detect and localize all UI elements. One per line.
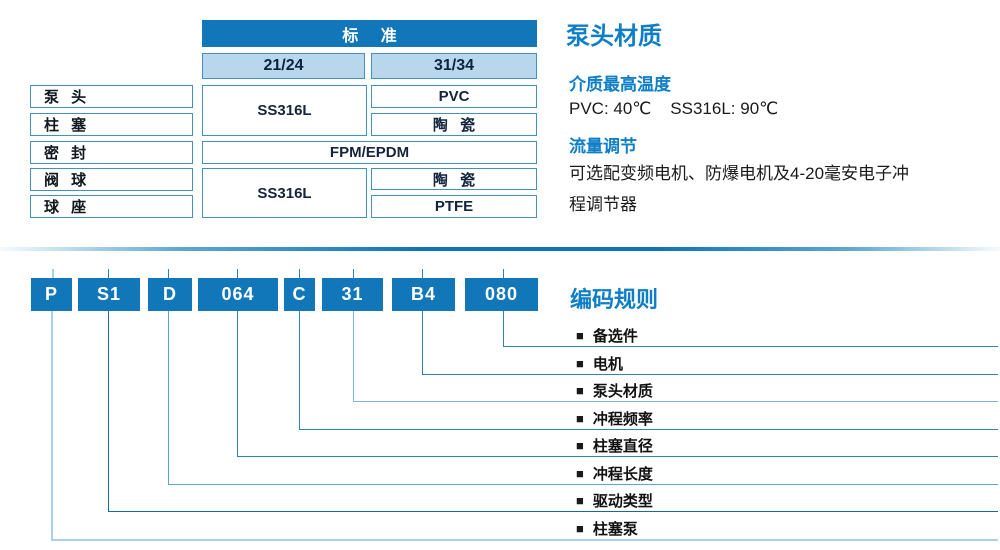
square-bullet-icon: ■	[576, 327, 584, 343]
square-bullet-icon: ■	[576, 437, 584, 453]
square-bullet-icon: ■	[576, 520, 584, 536]
cell-ceramic-bottom: 陶 瓷	[371, 168, 537, 190]
square-bullet-icon: ■	[576, 410, 584, 426]
column-header-21-24: 21/24	[202, 53, 365, 79]
code-box-d: D	[148, 278, 192, 311]
connector-hline-p	[51, 539, 998, 541]
connector-hline-b4	[422, 374, 998, 375]
connector-hline-c	[299, 429, 998, 430]
pump-head-material-title: 泵头材质	[566, 23, 662, 50]
connector-vline-064	[237, 311, 238, 456]
code-box-064: 064	[198, 278, 278, 311]
code-box-b4: B4	[392, 278, 455, 311]
connector-vline-s1	[108, 311, 109, 511]
cell-pvc: PVC	[371, 85, 537, 108]
row-label-valve-ball: 阀 球	[30, 168, 193, 191]
connector-stub	[353, 269, 354, 278]
connector-stub	[168, 269, 169, 278]
connector-vline-d	[168, 311, 169, 484]
connector-vline-080	[503, 311, 504, 346]
flow-adjust-line2: 程调节器	[569, 195, 637, 214]
code-box-s1: S1	[78, 278, 140, 311]
table-header-standard: 标 准	[202, 20, 537, 47]
code-label-text: 驱动类型	[592, 492, 653, 510]
connector-hline-064	[237, 456, 998, 457]
code-box-c: C	[284, 278, 315, 311]
code-label-plunger-diameter: ■ 柱塞直径	[576, 436, 653, 455]
code-label-drive-type: ■ 驱动类型	[576, 491, 653, 510]
section-divider	[0, 247, 1000, 251]
flow-adjust-text: 可选配变频电机、防爆电机及4-20毫安电子冲 程调节器	[569, 158, 964, 220]
cell-ceramic-top: 陶 瓷	[371, 113, 537, 136]
square-bullet-icon: ■	[576, 492, 584, 508]
connector-hline-31	[353, 401, 998, 402]
code-label-text: 电机	[592, 355, 623, 373]
cell-ss316l-bottom: SS316L	[202, 168, 367, 218]
connector-hline-080	[503, 346, 998, 347]
code-label-options: ■ 备选件	[576, 326, 638, 345]
row-label-ball-seat: 球 座	[30, 195, 193, 218]
flow-adjust-line1: 可选配变频电机、防爆电机及4-20毫安电子冲	[569, 164, 910, 183]
connector-stub	[422, 269, 423, 278]
row-label-seal: 密 封	[30, 141, 193, 164]
connector-stub	[108, 269, 109, 278]
code-label-pump-head-material: ■ 泵头材质	[576, 381, 653, 400]
code-box-p: P	[31, 278, 72, 311]
code-label-text: 冲程频率	[592, 410, 653, 428]
square-bullet-icon: ■	[576, 465, 584, 481]
cell-ptfe: PTFE	[371, 195, 537, 218]
code-label-text: 柱塞泵	[592, 520, 638, 538]
connector-vline-b4	[422, 311, 423, 374]
code-label-text: 泵头材质	[592, 382, 653, 400]
cell-ss316l-top: SS316L	[202, 85, 367, 136]
code-label-motor: ■ 电机	[576, 354, 623, 373]
connector-vline-31	[353, 311, 354, 401]
connector-stub	[237, 269, 238, 278]
connector-vline-p	[51, 311, 53, 539]
temp-values: PVC: 40℃ SS316L: 90℃	[569, 99, 779, 118]
square-bullet-icon: ■	[576, 382, 584, 398]
code-label-text: 冲程长度	[592, 465, 653, 483]
max-temp-heading: 介质最高温度	[569, 75, 671, 94]
connector-stub	[299, 269, 300, 278]
coding-rules-title: 编码规则	[570, 287, 659, 312]
flow-adjust-heading: 流量调节	[569, 137, 637, 156]
code-label-stroke-length: ■ 冲程长度	[576, 464, 653, 483]
row-label-plunger: 柱 塞	[30, 113, 193, 136]
cell-fpm-epdm: FPM/EPDM	[202, 141, 537, 164]
code-label-text: 柱塞直径	[592, 437, 653, 455]
connector-hline-s1	[108, 511, 998, 512]
square-bullet-icon: ■	[576, 355, 584, 371]
code-box-31: 31	[322, 278, 383, 311]
code-label-plunger-pump: ■ 柱塞泵	[576, 519, 638, 538]
column-header-31-34: 31/34	[371, 53, 537, 79]
code-label-text: 备选件	[592, 327, 638, 345]
code-box-080: 080	[465, 278, 538, 311]
connector-vline-c	[299, 311, 300, 429]
connector-stub	[52, 269, 54, 278]
code-label-stroke-frequency: ■ 冲程频率	[576, 409, 653, 428]
connector-stub	[503, 269, 504, 278]
row-label-pump-head: 泵 头	[30, 85, 193, 108]
connector-hline-d	[168, 484, 998, 485]
